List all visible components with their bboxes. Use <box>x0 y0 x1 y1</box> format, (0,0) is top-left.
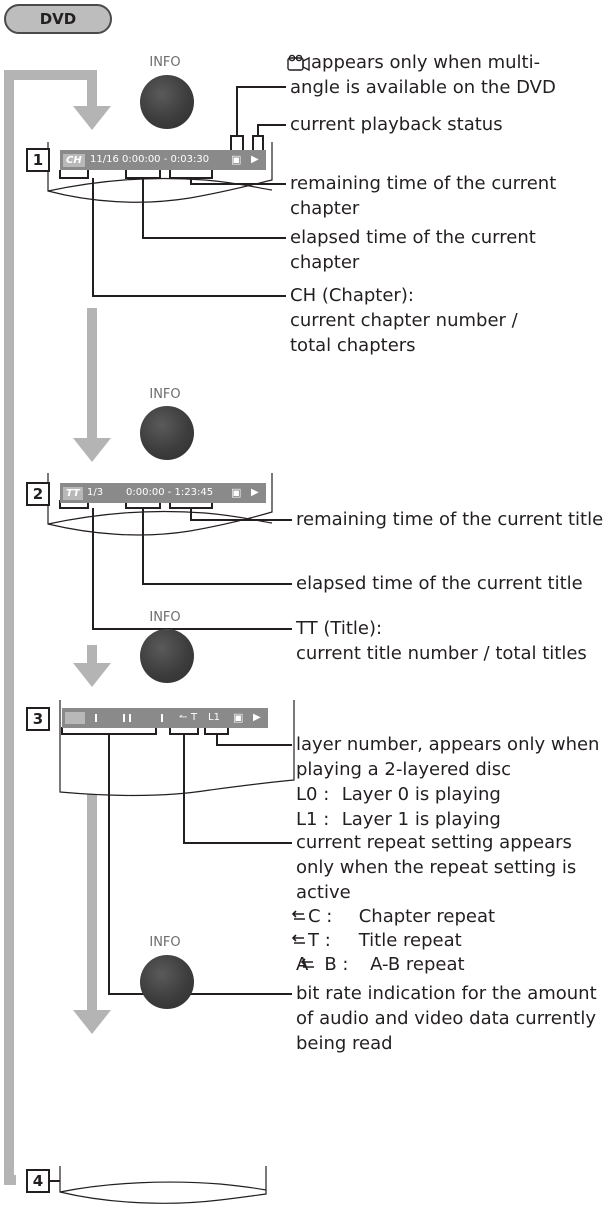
title-badge: TT <box>63 487 83 500</box>
title-note: current title number / total titles <box>296 643 587 664</box>
repeat-note: active <box>296 882 351 903</box>
remaining-note: chapter <box>290 198 360 219</box>
title-time-readout: 0:00:00 - 1:23:45 <box>126 487 214 498</box>
layer-note: layer number, appears only when <box>296 734 600 755</box>
step-number: 4 <box>26 1169 50 1193</box>
layer-desc: Layer 1 is playing <box>341 809 501 830</box>
remaining-title-note: remaining time of the current title <box>296 509 604 530</box>
repeat-item: T : Title repeat <box>308 929 462 953</box>
layer-item: L1 : Layer 1 is playing <box>296 808 501 832</box>
chapter-note: current chapter number / <box>290 310 518 331</box>
repeat-key: C : <box>308 906 333 927</box>
info-button[interactable] <box>140 75 194 129</box>
repeat-key: B : <box>324 954 349 975</box>
layer-key: L1 : <box>296 809 330 830</box>
play-icon: ▶ <box>253 712 261 723</box>
camera-icon: ▣ <box>231 486 242 499</box>
layer-desc: Layer 0 is playing <box>341 784 501 805</box>
repeat-desc: Chapter repeat <box>358 906 496 927</box>
repeat-icon <box>291 910 314 968</box>
chapter-note: CH (Chapter): <box>290 285 414 306</box>
play-icon: ▶ <box>251 487 259 498</box>
signal-icon <box>65 712 85 724</box>
bitrate-note: of audio and video data currently <box>296 1008 596 1029</box>
chapter-note: total chapters <box>290 335 416 356</box>
bitrate-bar <box>129 714 163 722</box>
layer-indicator: L1 <box>208 712 220 723</box>
repeat-desc: Title repeat <box>358 930 462 951</box>
angle-note: appears only when multi- <box>311 52 541 73</box>
info-label: INFO <box>149 935 181 950</box>
angle-note: angle is available on the DVD <box>290 77 556 98</box>
dvd-badge: DVD <box>4 4 112 34</box>
repeat-item: C : Chapter repeat <box>308 905 495 929</box>
info-label: INFO <box>149 610 181 625</box>
status-note: current playback status <box>290 114 503 135</box>
layer-note: playing a 2-layered disc <box>296 759 512 780</box>
camera-angle-icon <box>287 54 310 72</box>
info-button[interactable] <box>140 406 194 460</box>
camera-icon: ▣ <box>231 153 242 166</box>
repeat-icon: ↼ <box>179 712 188 723</box>
layer-item: L0 : Layer 0 is playing <box>296 783 501 807</box>
repeat-item: A B : A-B repeat <box>296 953 465 977</box>
repeat-key: T : <box>308 930 331 951</box>
elapsed-note: elapsed time of the current <box>290 227 536 248</box>
repeat-prefix: A <box>296 954 309 975</box>
repeat-note: current repeat setting appears <box>296 832 572 853</box>
title-counter: 1/3 <box>87 487 104 498</box>
repeat-mode: T <box>191 712 198 723</box>
info-label: INFO <box>149 387 181 402</box>
osd-bar-chapter: CH 11/16 0:00:00 - 0:03:30 ▣ ▶ <box>60 150 266 170</box>
elapsed-title-note: elapsed time of the current title <box>296 573 583 594</box>
repeat-note: only when the repeat setting is <box>296 857 577 878</box>
play-icon: ▶ <box>251 154 259 165</box>
osd-bar-title: TT 1/3 0:00:00 - 1:23:45 ▣ ▶ <box>60 483 266 503</box>
bitrate-note: bit rate indication for the amount <box>296 983 597 1004</box>
title-note: TT (Title): <box>296 618 383 639</box>
layer-key: L0 : <box>296 784 330 805</box>
info-button[interactable] <box>140 629 194 683</box>
bitrate-note: being read <box>296 1033 393 1054</box>
repeat-desc: A-B repeat <box>370 954 465 975</box>
camera-icon: ▣ <box>233 711 244 724</box>
step-number: 3 <box>26 707 50 731</box>
chapter-badge: CH <box>63 154 85 167</box>
bitrate-bar <box>95 714 125 722</box>
elapsed-note: chapter <box>290 252 360 273</box>
step-number: 1 <box>26 148 50 172</box>
info-button[interactable] <box>140 955 194 1009</box>
osd-bar-status: ↼ T L1 ▣ ▶ <box>62 708 268 728</box>
info-label: INFO <box>149 55 181 70</box>
chapter-time-readout: 11/16 0:00:00 - 0:03:30 <box>90 154 210 165</box>
step-number: 2 <box>26 482 50 506</box>
remaining-note: remaining time of the current <box>290 173 557 194</box>
